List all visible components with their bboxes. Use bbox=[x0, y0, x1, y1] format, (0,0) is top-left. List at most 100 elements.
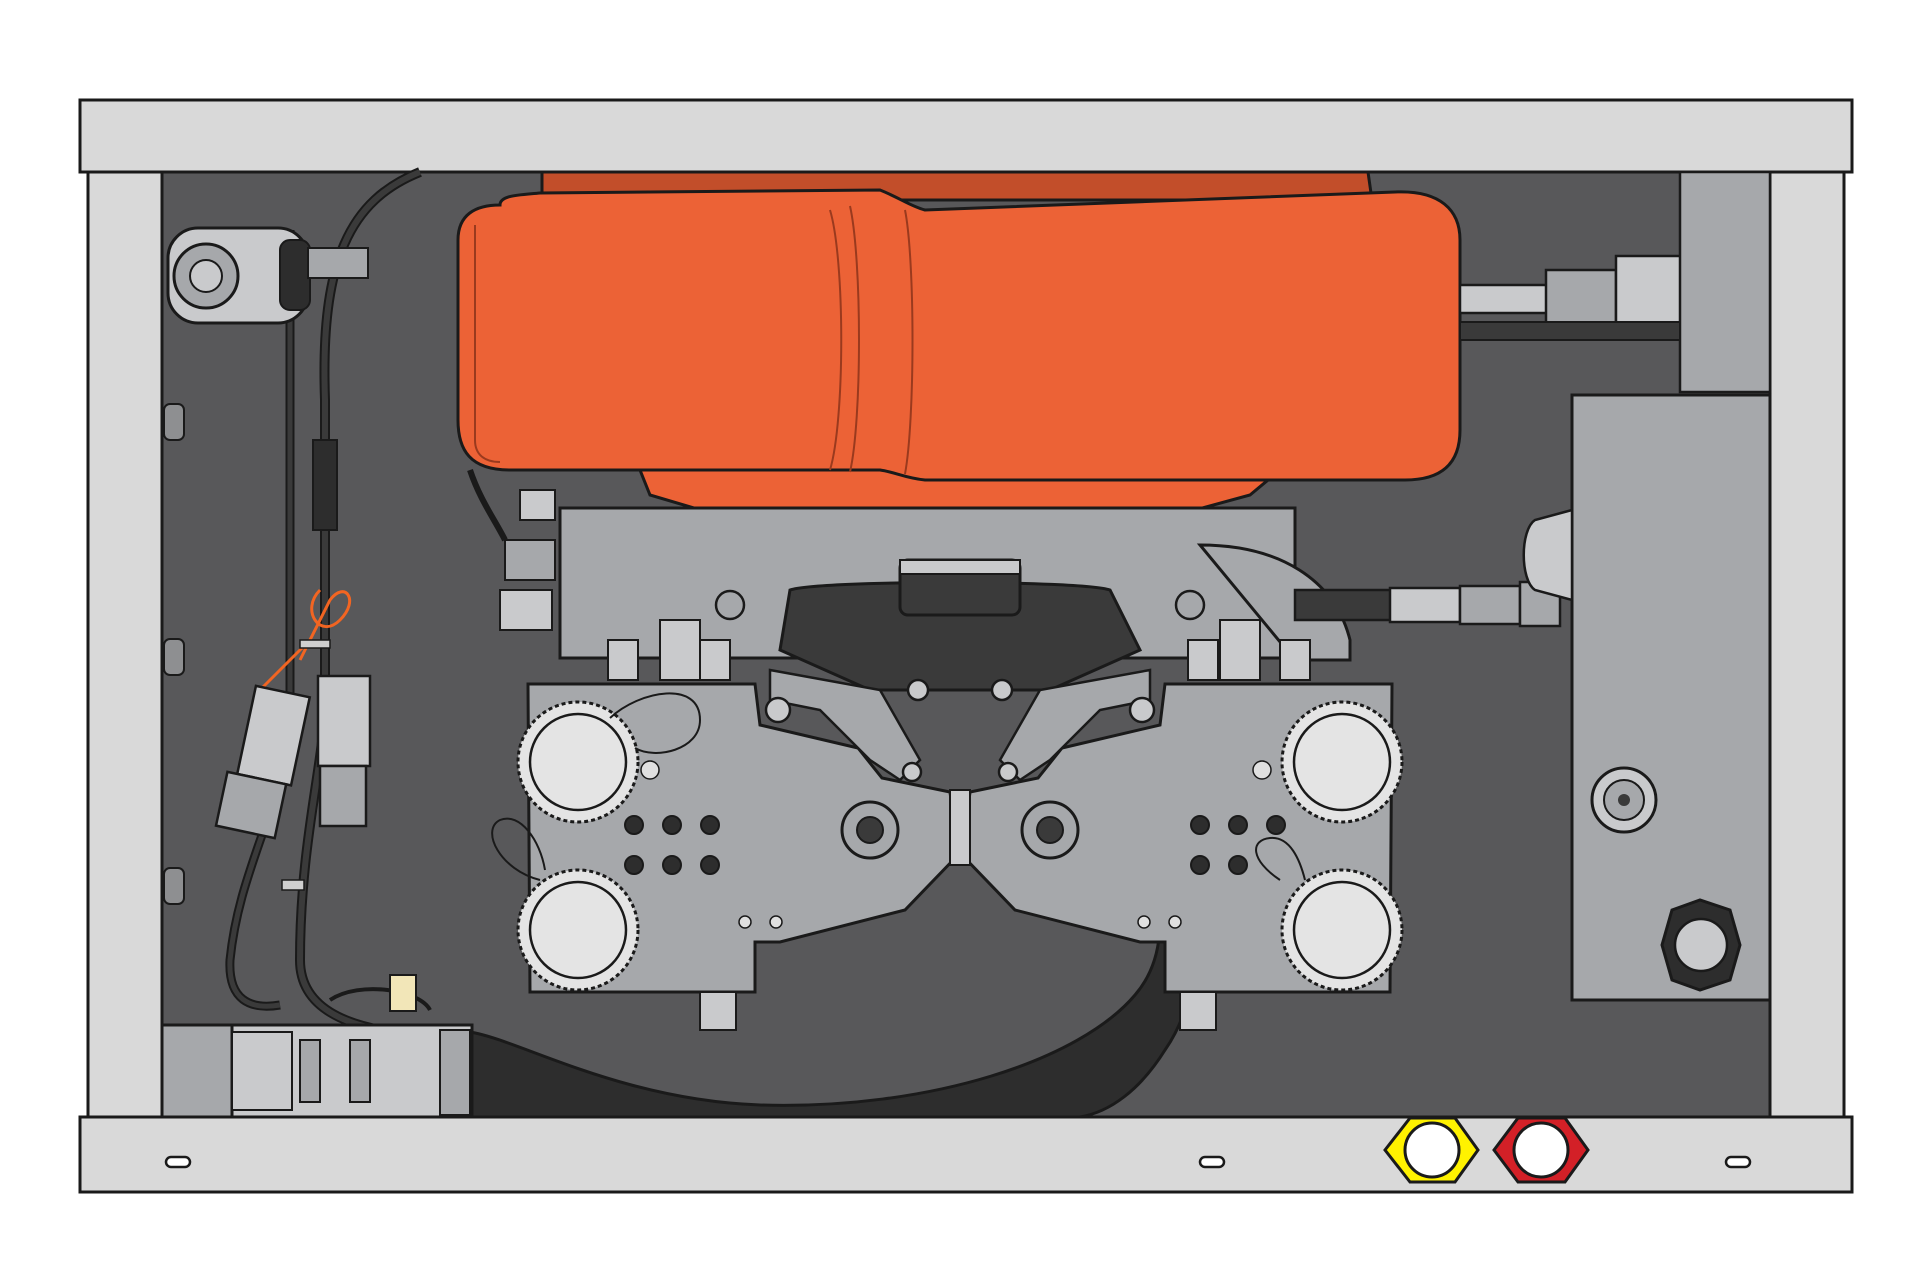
pin bbox=[769, 915, 783, 929]
wiring-harness bbox=[214, 167, 432, 1040]
pump-shaft-port bbox=[1036, 816, 1064, 844]
valve-block-curve bbox=[1196, 543, 1352, 662]
port-hole bbox=[1190, 815, 1210, 835]
cable-gland bbox=[699, 991, 737, 1031]
clamp-pivot bbox=[1128, 696, 1156, 724]
valve-stack bbox=[1678, 170, 1772, 394]
port-hole bbox=[1228, 815, 1248, 835]
port-hole bbox=[700, 815, 720, 835]
pin bbox=[1252, 760, 1272, 780]
connector-left bbox=[214, 684, 312, 840]
fitting bbox=[699, 639, 731, 681]
knob-face bbox=[528, 712, 628, 812]
heat-shrink bbox=[312, 439, 338, 531]
pin bbox=[1168, 915, 1182, 929]
right-hydraulic-line bbox=[1293, 170, 1772, 628]
left-valve-fittings bbox=[467, 469, 556, 631]
cable-tie bbox=[281, 879, 305, 891]
right-side-panel bbox=[1768, 170, 1846, 1119]
bracket-arm bbox=[307, 247, 369, 279]
fitting bbox=[504, 539, 556, 581]
motor-assembly bbox=[160, 1023, 474, 1119]
hose bbox=[1459, 321, 1681, 341]
fitting bbox=[519, 489, 556, 521]
sensor-lead bbox=[328, 987, 432, 1012]
pin bbox=[640, 760, 660, 780]
tank-body bbox=[456, 188, 1462, 482]
pin bbox=[1137, 915, 1151, 929]
alignment-pins bbox=[640, 760, 1272, 929]
safety-wire bbox=[491, 817, 546, 881]
hex-nut bbox=[1458, 584, 1522, 626]
port-hole bbox=[662, 815, 682, 835]
motor-coupling bbox=[231, 1031, 293, 1111]
port-hole bbox=[1266, 815, 1286, 835]
tank-seam bbox=[904, 209, 914, 475]
fitting bbox=[1279, 639, 1311, 681]
tank-seam bbox=[829, 209, 843, 471]
fitting bbox=[1174, 589, 1206, 621]
fitting bbox=[1187, 639, 1219, 681]
clamp-pivot bbox=[997, 761, 1019, 783]
cable-mount bbox=[166, 226, 369, 325]
mount-bolt-head bbox=[189, 259, 223, 293]
connector-body bbox=[214, 770, 288, 840]
cable-tie bbox=[299, 639, 331, 649]
pump-top-fittings bbox=[607, 589, 1311, 681]
tube bbox=[467, 469, 508, 542]
knob-top-right bbox=[1280, 700, 1404, 824]
clamp-pivot bbox=[901, 761, 923, 783]
top-rail bbox=[78, 98, 1854, 174]
control-block bbox=[1522, 393, 1772, 1002]
safety-wire bbox=[1255, 836, 1306, 881]
clamp-pivot bbox=[764, 696, 792, 724]
fitting bbox=[607, 639, 639, 681]
tank-seam bbox=[849, 205, 860, 473]
yellow-port-bore bbox=[1403, 1121, 1461, 1179]
knob-top-left bbox=[516, 700, 640, 824]
rail-slot bbox=[1724, 1155, 1752, 1169]
thermal-sensor bbox=[389, 974, 417, 1012]
fitting bbox=[714, 589, 746, 621]
motor-flange bbox=[439, 1029, 471, 1116]
connector-right bbox=[316, 674, 372, 828]
fitting bbox=[1219, 619, 1261, 681]
port-hole bbox=[624, 815, 644, 835]
knob-face bbox=[528, 880, 628, 980]
fitting bbox=[499, 589, 553, 631]
clamp-pivot bbox=[906, 678, 930, 702]
safety-wires bbox=[491, 692, 1306, 881]
panel-screw bbox=[163, 403, 185, 441]
return-hose bbox=[468, 868, 1196, 1119]
cable-gland bbox=[1179, 991, 1217, 1031]
port-hole bbox=[662, 855, 682, 875]
port-hole bbox=[700, 855, 720, 875]
knob-face bbox=[1292, 712, 1392, 812]
connector-housing bbox=[316, 674, 372, 768]
red-port-bore bbox=[1512, 1121, 1570, 1179]
gauge-port bbox=[1618, 794, 1630, 806]
rail-slot bbox=[1198, 1155, 1226, 1169]
side-knob bbox=[1522, 508, 1574, 602]
clamp-pivot bbox=[990, 678, 1014, 702]
knob-face bbox=[1292, 880, 1392, 980]
control-block-body bbox=[1570, 393, 1772, 1002]
rail-ports bbox=[1383, 1116, 1590, 1184]
port-hole bbox=[624, 855, 644, 875]
motor-ring bbox=[299, 1039, 321, 1103]
pump-bottom-glands bbox=[699, 991, 1217, 1031]
hex-nut bbox=[1544, 268, 1618, 328]
pump-neck-ring bbox=[899, 559, 1021, 575]
motor-ring bbox=[349, 1039, 371, 1103]
left-side-panel bbox=[86, 170, 164, 1119]
port-hole bbox=[1190, 855, 1210, 875]
knob-bottom-right bbox=[1280, 868, 1404, 992]
orange-wire bbox=[298, 588, 352, 661]
pin bbox=[738, 915, 752, 929]
connector-body bbox=[318, 764, 368, 828]
rail-slot bbox=[164, 1155, 192, 1169]
main-cable bbox=[296, 169, 422, 1038]
safety-wire bbox=[609, 692, 702, 754]
